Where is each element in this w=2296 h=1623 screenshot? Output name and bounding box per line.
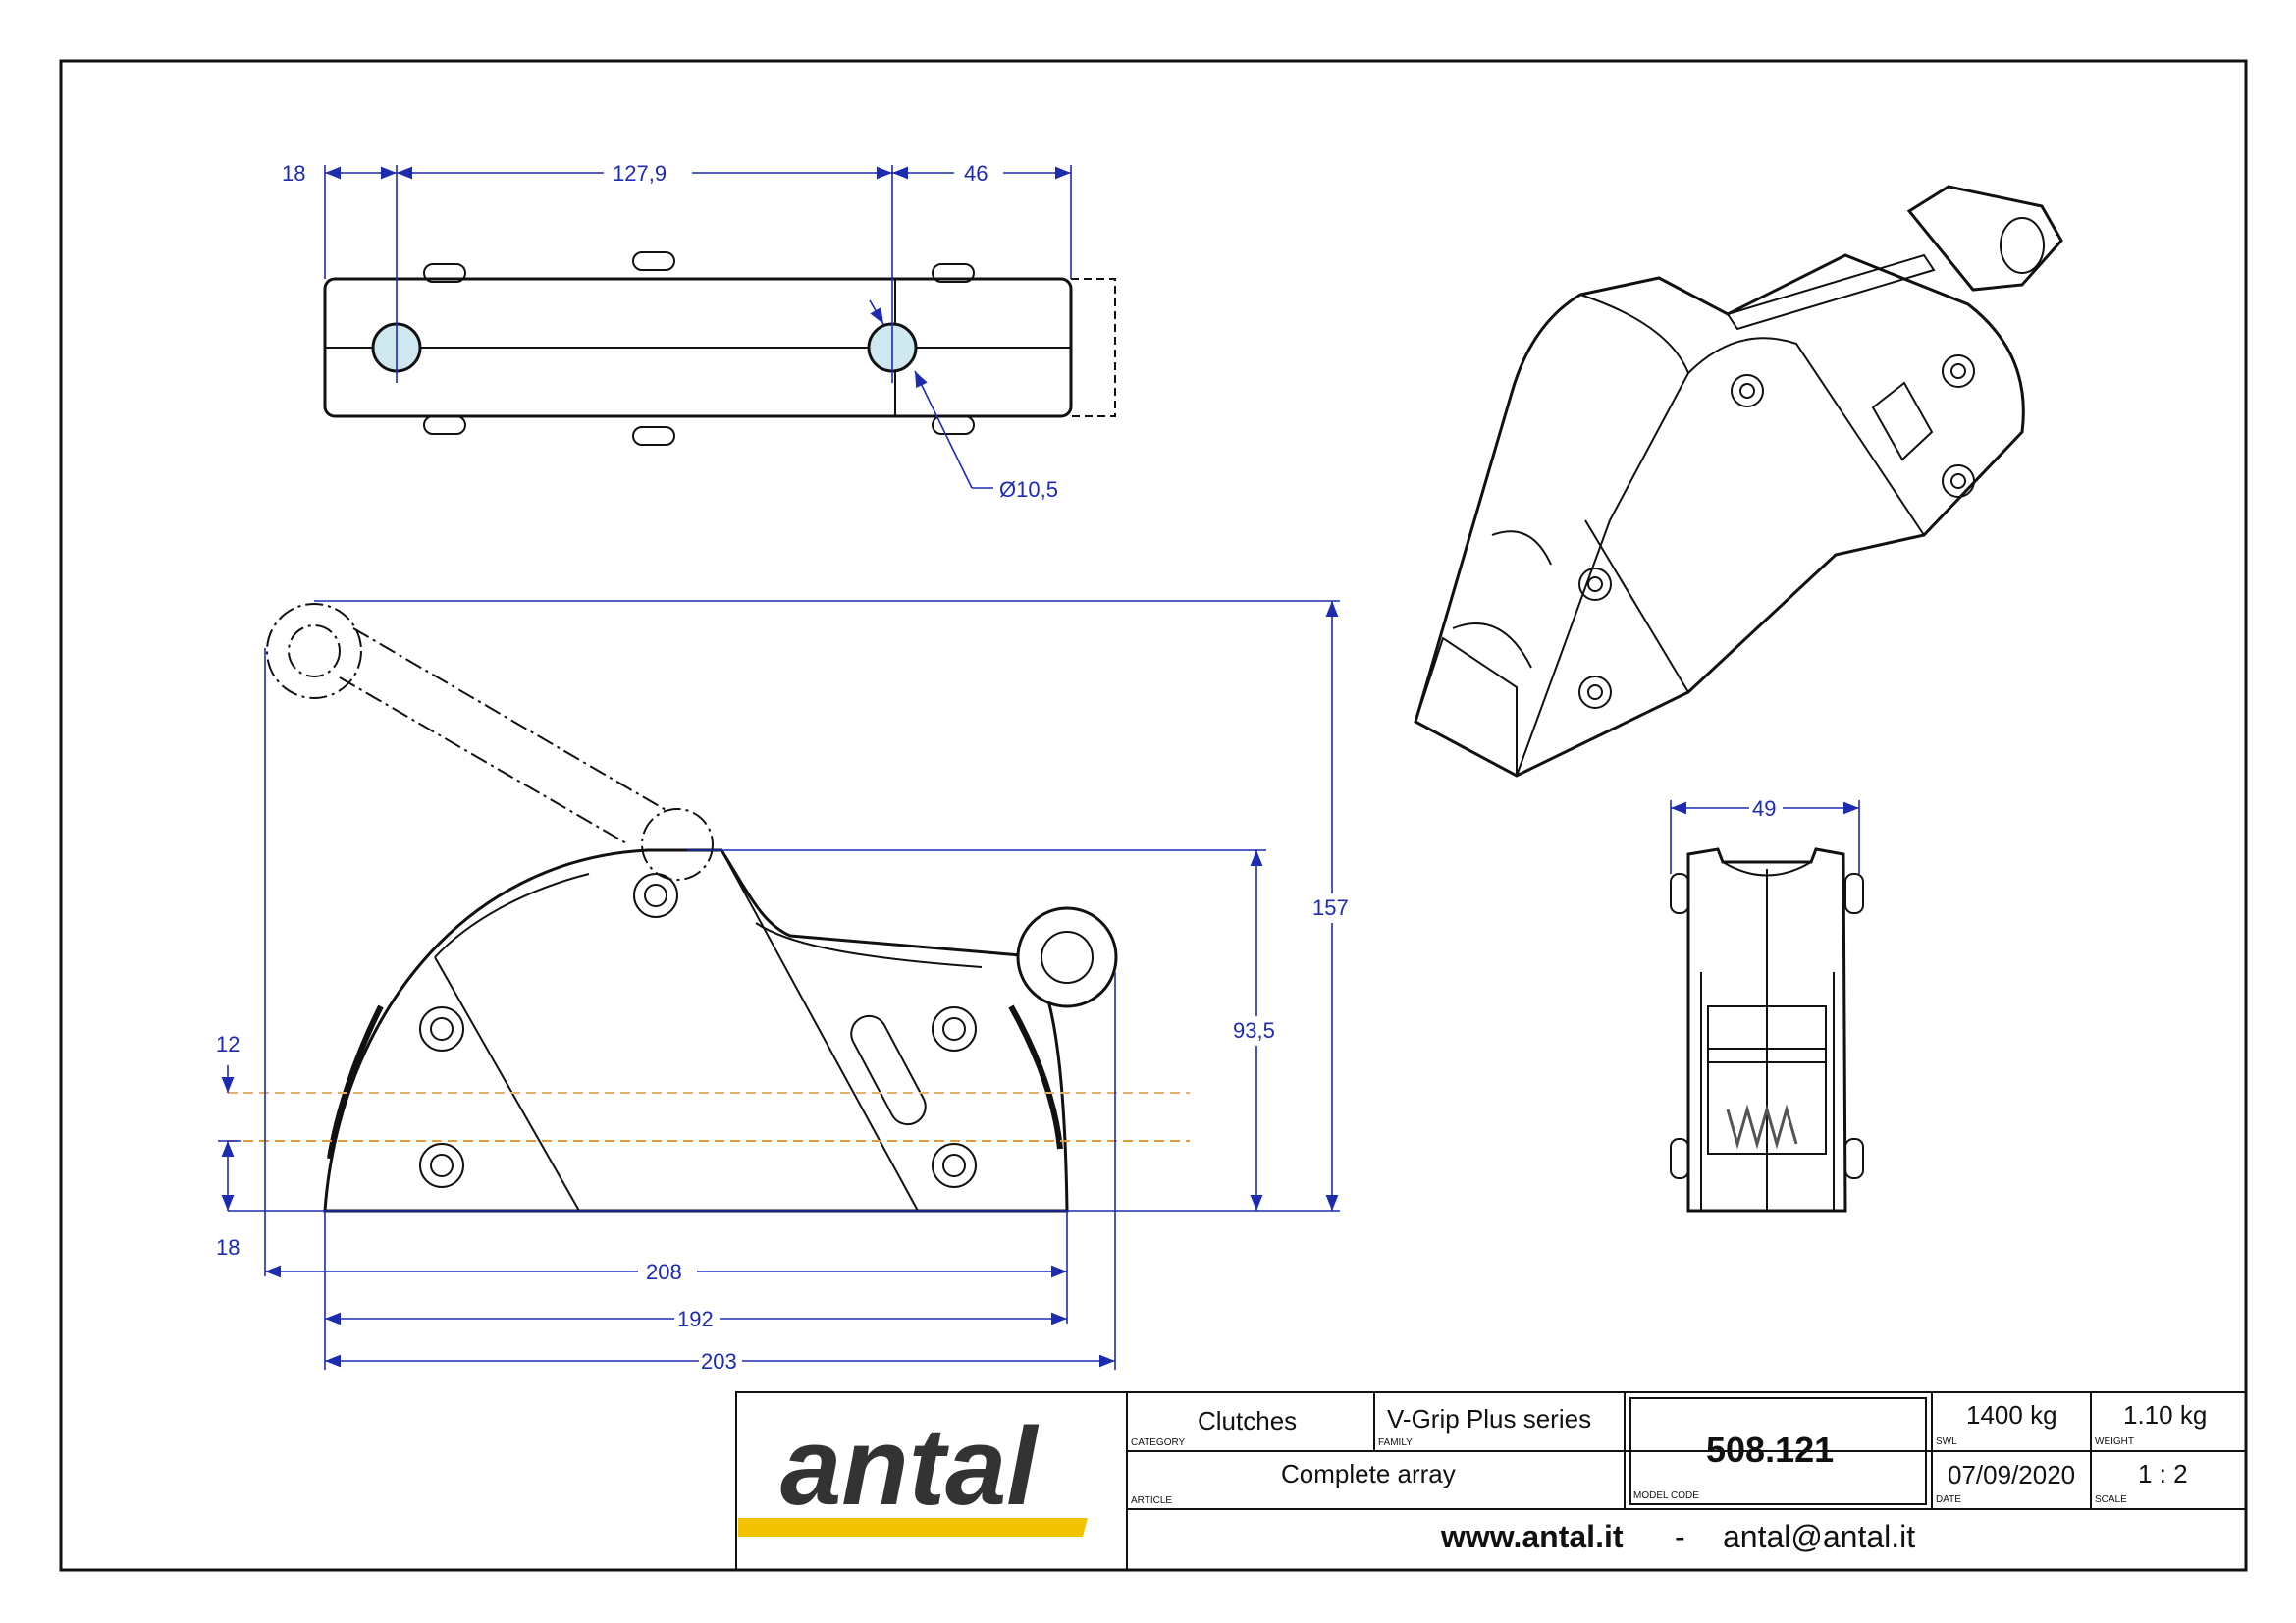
- swl-label: SWL: [1936, 1436, 1957, 1447]
- dim-side-203: 203: [701, 1349, 737, 1374]
- model-code-label: MODEL CODE: [1633, 1490, 1699, 1501]
- front-view-body: [1686, 847, 1847, 1213]
- email-link[interactable]: antal@antal.it: [1723, 1519, 1915, 1554]
- family-value: V-Grip Plus series: [1387, 1404, 1591, 1434]
- svg-text:antal: antal: [780, 1405, 1040, 1528]
- dim-side-208: 208: [646, 1260, 682, 1284]
- family-label: FAMILY: [1378, 1437, 1413, 1448]
- website-link[interactable]: www.antal.it: [1440, 1519, 1624, 1554]
- category-label: CATEGORY: [1131, 1437, 1186, 1448]
- contact-separator: -: [1675, 1519, 1685, 1554]
- date-value: 07/09/2020: [1948, 1460, 2075, 1489]
- article-value: Complete array: [1281, 1459, 1456, 1488]
- antal-logo: antal: [738, 1405, 1088, 1537]
- weight-value: 1.10 kg: [2123, 1400, 2207, 1430]
- isometric-view: [1414, 185, 2063, 778]
- front-view: 49: [1670, 796, 1864, 1213]
- dim-front-49: 49: [1752, 796, 1776, 821]
- dim-side-12: 12: [216, 1032, 240, 1056]
- scale-label: SCALE: [2095, 1494, 2127, 1505]
- scale-value: 1 : 2: [2138, 1459, 2188, 1488]
- dim-side-192: 192: [677, 1307, 714, 1331]
- model-code-value: 508.121: [1706, 1430, 1834, 1470]
- weight-label: WEIGHT: [2095, 1436, 2134, 1447]
- date-label: DATE: [1936, 1494, 1961, 1505]
- dim-top-127-9: 127,9: [613, 161, 667, 186]
- side-view: 208 192 203 157 93,5 12 18: [216, 600, 1349, 1374]
- side-view-body: [323, 848, 1069, 1213]
- title-block: antal Clutches CATEGORY V-Grip Plus seri…: [735, 1391, 2247, 1571]
- dim-side-93-5: 93,5: [1233, 1018, 1275, 1043]
- bolt-set: [419, 873, 977, 1188]
- article-label: ARTICLE: [1131, 1495, 1172, 1506]
- category-value: Clutches: [1198, 1406, 1297, 1435]
- top-view: 18 127,9 46 Ø10,5: [282, 161, 1116, 502]
- sheet-border: [59, 59, 2248, 1572]
- swl-value: 1400 kg: [1966, 1400, 2057, 1430]
- dim-top-18: 18: [282, 161, 305, 186]
- dim-hole-diameter: Ø10,5: [999, 477, 1058, 502]
- dim-side-18: 18: [216, 1235, 240, 1260]
- dim-side-157: 157: [1312, 895, 1349, 920]
- dim-top-46: 46: [964, 161, 988, 186]
